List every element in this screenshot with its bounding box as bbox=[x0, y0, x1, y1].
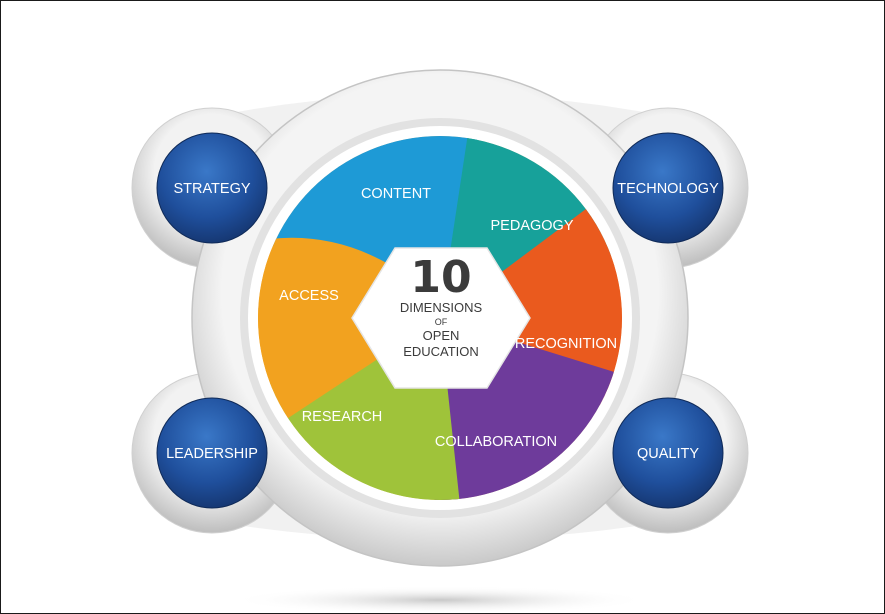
center-hexagon bbox=[351, 247, 531, 389]
center-number: 10 bbox=[410, 252, 471, 303]
segment-label-collaboration: COLLABORATION bbox=[435, 434, 557, 450]
center-line-dimensions: DIMENSIONS bbox=[400, 300, 483, 315]
center-line-open: OPEN bbox=[423, 328, 460, 343]
satellite-technology bbox=[612, 132, 724, 244]
satellite-label-strategy: STRATEGY bbox=[173, 181, 250, 197]
satellite-label-technology: TECHNOLOGY bbox=[617, 181, 719, 197]
satellite-quality bbox=[612, 397, 724, 509]
center-line-education: EDUCATION bbox=[403, 344, 479, 359]
segment-label-research: RESEARCH bbox=[302, 409, 383, 425]
center-line-of: OF bbox=[435, 317, 448, 327]
satellite-leadership bbox=[156, 397, 268, 509]
satellite-strategy bbox=[156, 132, 268, 244]
floor-shadow bbox=[230, 586, 650, 614]
satellite-label-quality: QUALITY bbox=[637, 446, 699, 462]
satellite-label-leadership: LEADERSHIP bbox=[166, 446, 258, 462]
segment-label-content: CONTENT bbox=[361, 186, 431, 202]
segment-label-pedagogy: PEDAGOGY bbox=[491, 218, 574, 234]
segment-label-access: ACCESS bbox=[279, 288, 339, 304]
segment-label-recognition: RECOGNITION bbox=[515, 336, 617, 352]
